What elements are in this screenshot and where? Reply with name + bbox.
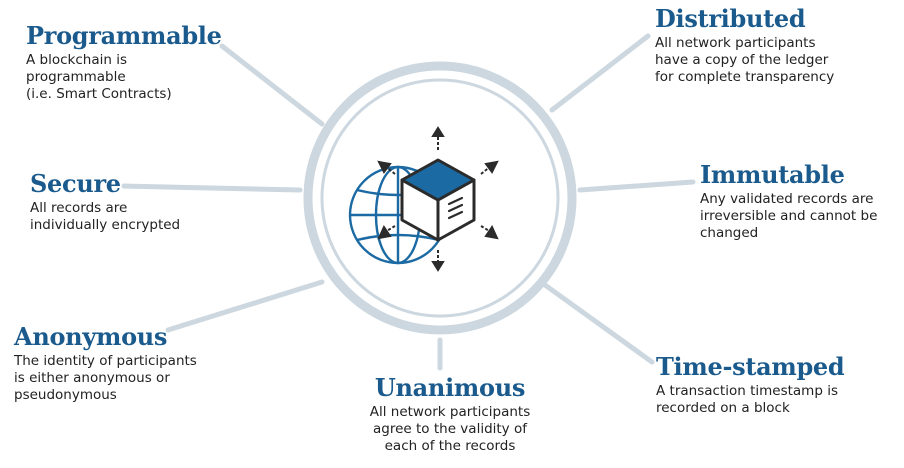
feature-description: The identity of participants is either a… <box>14 353 197 403</box>
connector-secure <box>121 183 303 193</box>
cube-top-face <box>400 158 476 202</box>
feature-title: Distributed <box>655 4 806 33</box>
feature-programmable: Programmable A blockchain is programmabl… <box>26 22 256 103</box>
document-lines-icon <box>447 196 464 220</box>
connector-programmable <box>219 43 325 127</box>
feature-immutable: Immutable Any validated records are irre… <box>700 161 900 242</box>
feature-title: Immutable <box>700 160 845 189</box>
feature-title: Programmable <box>26 21 222 50</box>
expand-arrows-icon <box>377 126 499 272</box>
connector-timestamped <box>542 282 655 365</box>
feature-description: A blockchain is programmable (i.e. Smart… <box>26 52 172 102</box>
feature-distributed: Distributed All network participants hav… <box>655 5 895 86</box>
feature-title: Anonymous <box>14 322 168 351</box>
feature-description: A transaction timestamp is recorded on a… <box>656 383 838 416</box>
feature-unanimous: Unanimous All network participants agree… <box>340 374 560 455</box>
connector-lines <box>121 33 696 371</box>
connector-anonymous <box>165 279 325 333</box>
feature-description: All records are individually encrypted <box>30 200 181 233</box>
feature-description: All network participants have a copy of … <box>655 35 835 85</box>
feature-title: Secure <box>30 169 121 198</box>
feature-anonymous: Anonymous The identity of participants i… <box>14 323 254 404</box>
inner-ring <box>320 78 560 318</box>
feature-description: Any validated records are irreversible a… <box>700 191 878 241</box>
connector-immutable <box>577 179 696 193</box>
connector-distributed <box>549 33 651 113</box>
blockchain-cube-icon <box>400 158 476 242</box>
outer-ring <box>303 61 577 335</box>
feature-timestamped: Time-stamped A transaction timestamp is … <box>656 353 896 417</box>
feature-description: All network participants agree to the va… <box>369 404 531 454</box>
feature-secure: Secure All records are individually encr… <box>30 170 260 234</box>
feature-title: Time-stamped <box>656 352 845 381</box>
feature-title: Unanimous <box>374 373 526 402</box>
